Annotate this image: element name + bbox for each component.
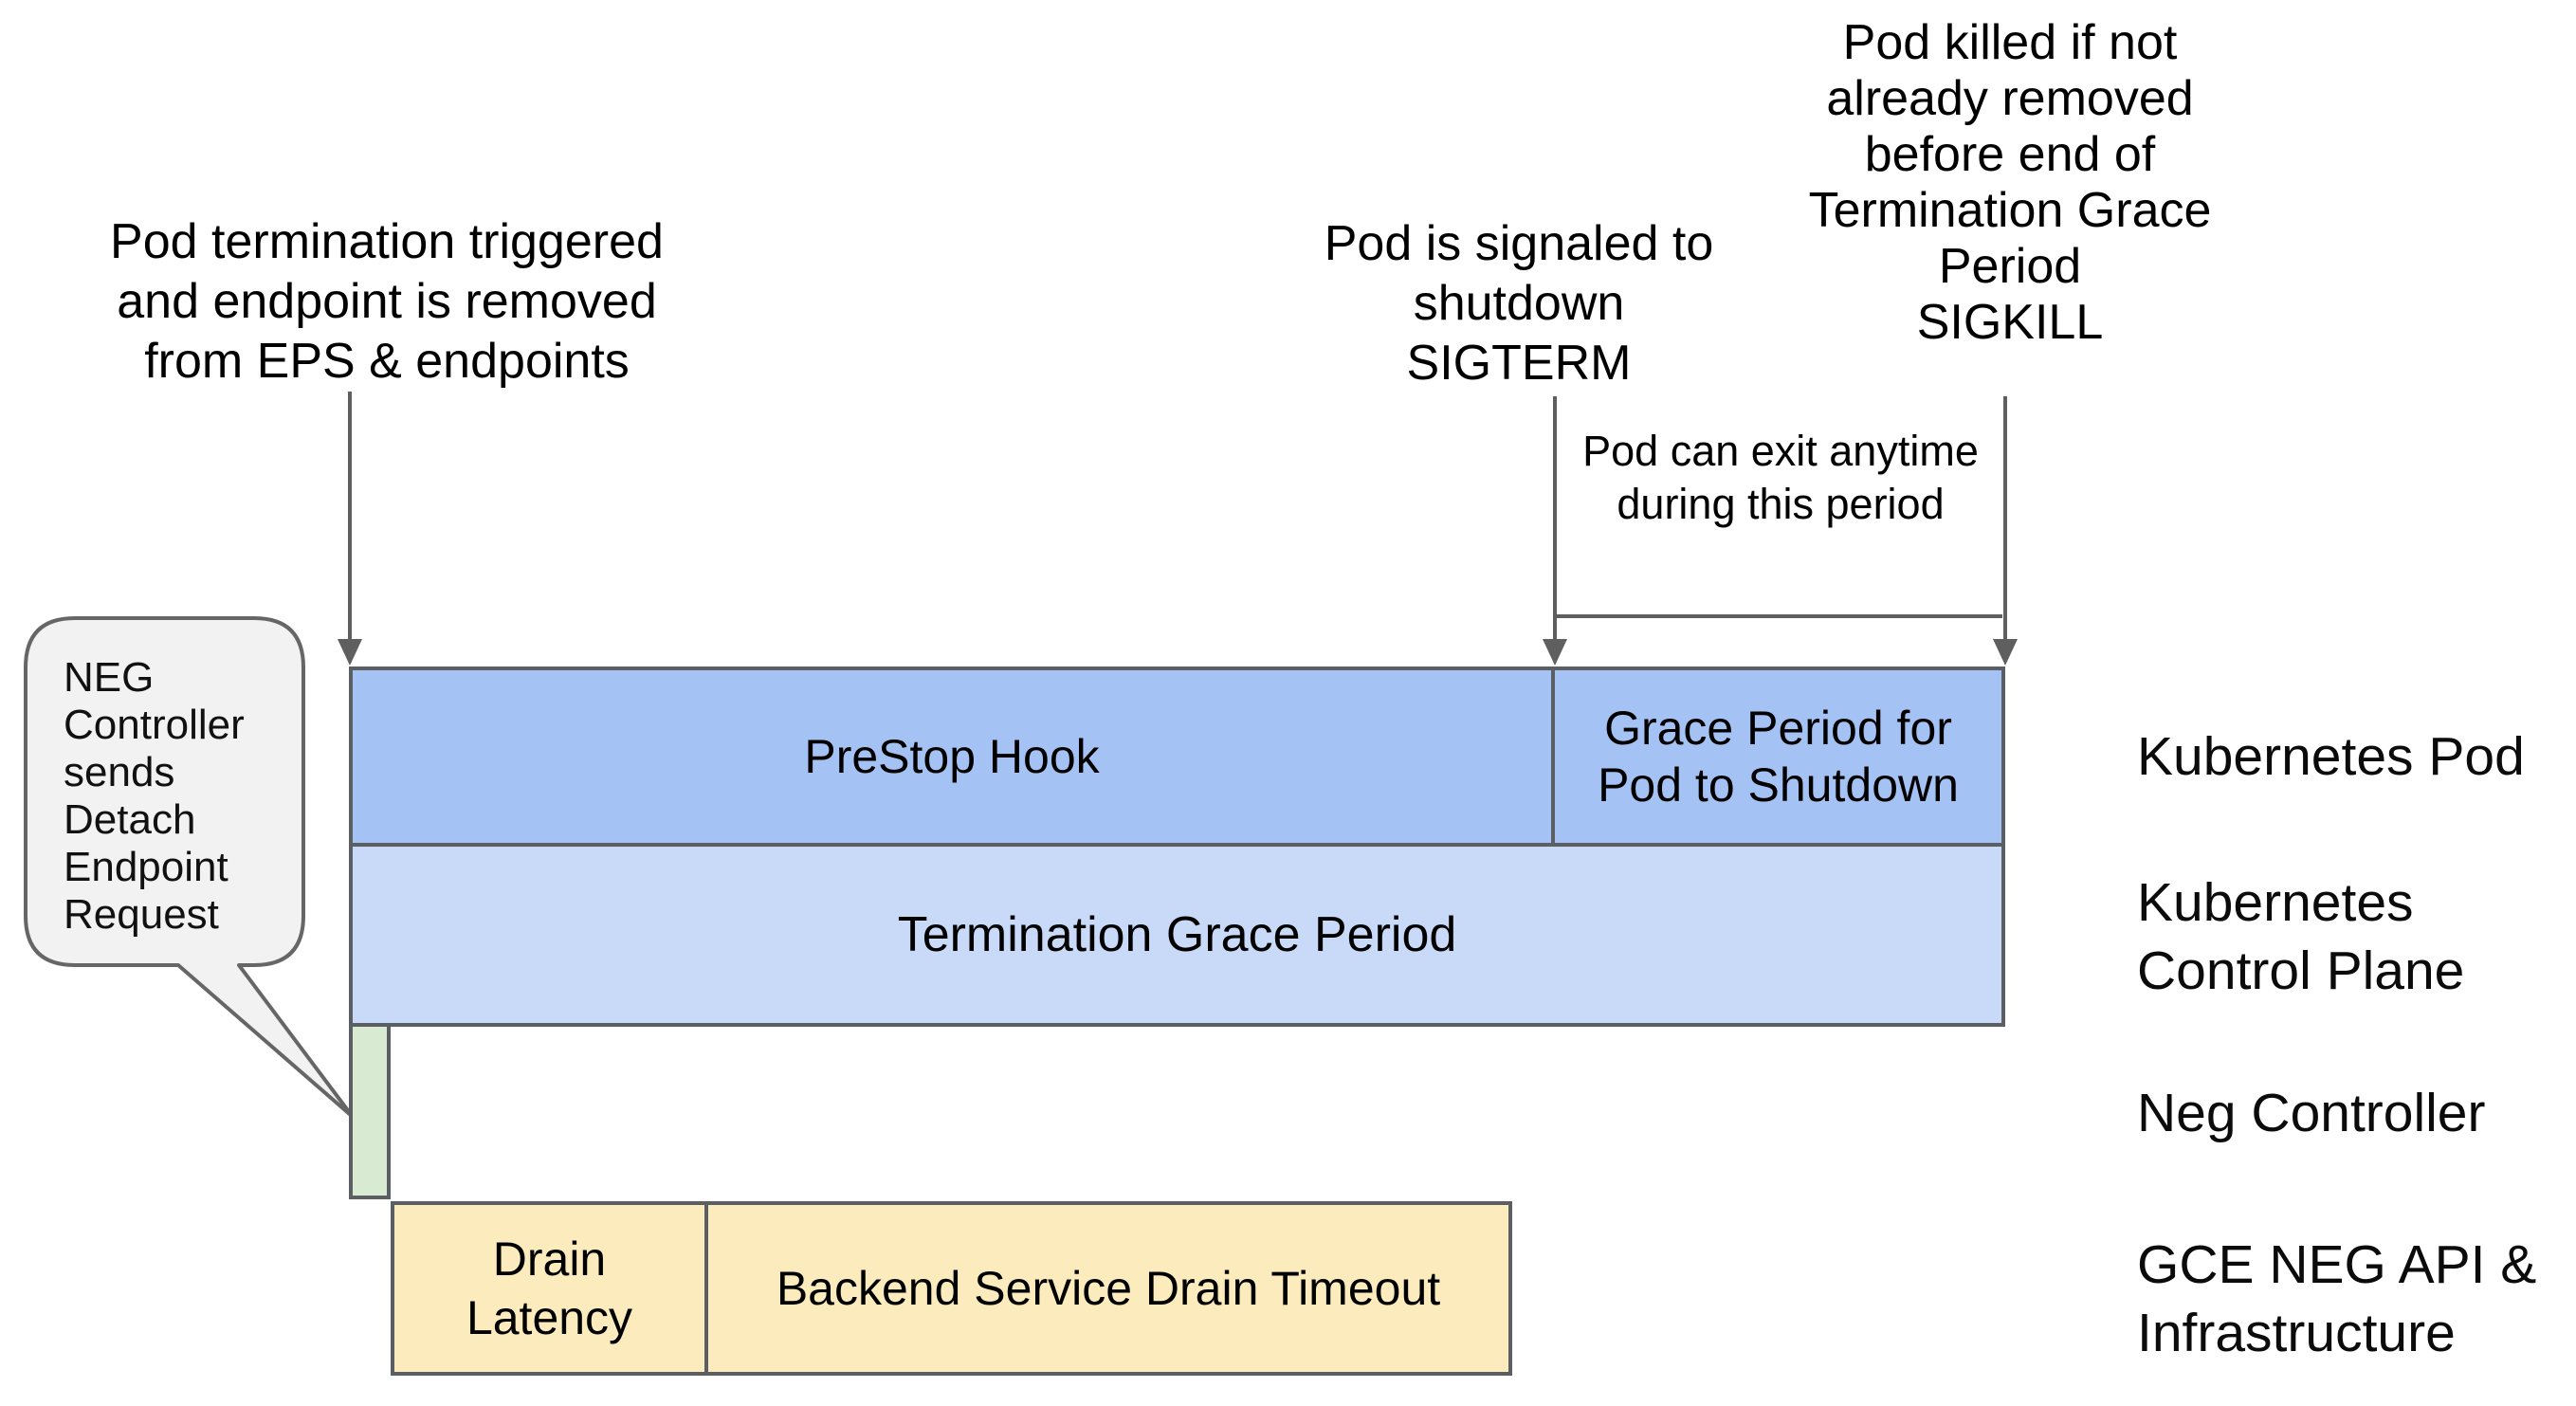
row-label-kubernetes-control-plane: Kubernetes Control Plane <box>2137 868 2464 1005</box>
row-label-line: Kubernetes Pod <box>2137 726 2525 787</box>
bar-backend-service-drain-timeout: Backend Service Drain Timeout <box>708 1205 1508 1372</box>
annotation-line: during this period <box>1617 480 1945 528</box>
row-label-line: GCE NEG API & <box>2137 1234 2537 1295</box>
row-label-line: Neg Controller <box>2137 1083 2486 1143</box>
arrow-sigterm <box>1543 396 1567 666</box>
annotation-line: SIGKILL <box>1916 295 2104 350</box>
arrow-sigkill <box>1993 396 2018 666</box>
annotation-line: from EPS & endpoints <box>144 334 630 389</box>
bar-row-gce-neg: Drain Latency Backend Service Drain Time… <box>391 1201 1512 1376</box>
bar-row-control-plane: Termination Grace Period <box>349 843 2005 1027</box>
annotation-line: shutdown <box>1413 276 1625 331</box>
callout-line: Detach <box>64 796 196 843</box>
bar-label-line: Pod to Shutdown <box>1598 758 1959 812</box>
annotation-line: Pod termination triggered <box>110 214 664 269</box>
callout-line: Endpoint <box>64 844 228 890</box>
bar-label: PreStop Hook <box>804 730 1100 783</box>
callout-neg-controller-text: NEG Controller sends Detach Endpoint Req… <box>64 654 291 939</box>
annotation-line: SIGTERM <box>1406 336 1632 391</box>
annotation-line: Pod is signaled to <box>1324 216 1714 271</box>
callout-bubble <box>24 616 355 1119</box>
bar-drain-latency: Drain Latency <box>394 1205 708 1372</box>
annotation-line: Pod can exit anytime <box>1582 427 1979 475</box>
annotation-line: and endpoint is removed <box>117 274 657 329</box>
row-label-kubernetes-pod: Kubernetes Pod <box>2137 722 2525 791</box>
annotation-pod-can-exit: Pod can exit anytime during this period <box>1496 425 2065 531</box>
annotation-line: Pod killed if not <box>1842 15 2178 70</box>
bar-grace-period-shutdown: Grace Period for Pod to Shutdown <box>1555 670 2001 843</box>
arrow-pod-termination <box>338 392 362 666</box>
annotation-line: Termination Grace <box>1808 183 2212 238</box>
annotation-sigterm: Pod is signaled to shutdown SIGTERM <box>1234 214 1803 393</box>
bar-prestop-hook: PreStop Hook <box>353 670 1555 843</box>
bar-row-kubernetes-pod: PreStop Hook Grace Period for Pod to Shu… <box>349 666 2005 847</box>
row-label-line: Control Plane <box>2137 940 2465 1001</box>
bar-label: Backend Service Drain Timeout <box>776 1262 1441 1315</box>
bar-label-line: Grace Period for <box>1604 702 1952 755</box>
annotation-line: already removed <box>1826 71 2194 126</box>
bar-label-line: Latency <box>466 1291 633 1344</box>
annotation-pod-termination: Pod termination triggered and endpoint i… <box>55 212 719 392</box>
row-label-line: Infrastructure <box>2137 1303 2456 1363</box>
row-label-gce-neg-api: GCE NEG API & Infrastructure <box>2137 1231 2536 1367</box>
row-label-line: Kubernetes <box>2137 872 2414 933</box>
annotation-line: before end of <box>1864 127 2156 182</box>
bar-neg-controller-detach <box>349 1023 391 1199</box>
row-label-neg-controller: Neg Controller <box>2137 1079 2486 1147</box>
bar-label: Termination Grace Period <box>897 907 1457 962</box>
annotation-sigkill: Pod killed if not already removed before… <box>1726 15 2294 351</box>
bar-termination-grace-period: Termination Grace Period <box>353 847 2001 1023</box>
callout-line: Controller <box>64 702 245 748</box>
callout-line: sends <box>64 749 175 795</box>
callout-line: Request <box>64 891 219 938</box>
bar-label-line: Drain <box>492 1233 607 1286</box>
annotation-line: Period <box>1938 239 2082 294</box>
callout-line: NEG <box>64 654 155 701</box>
